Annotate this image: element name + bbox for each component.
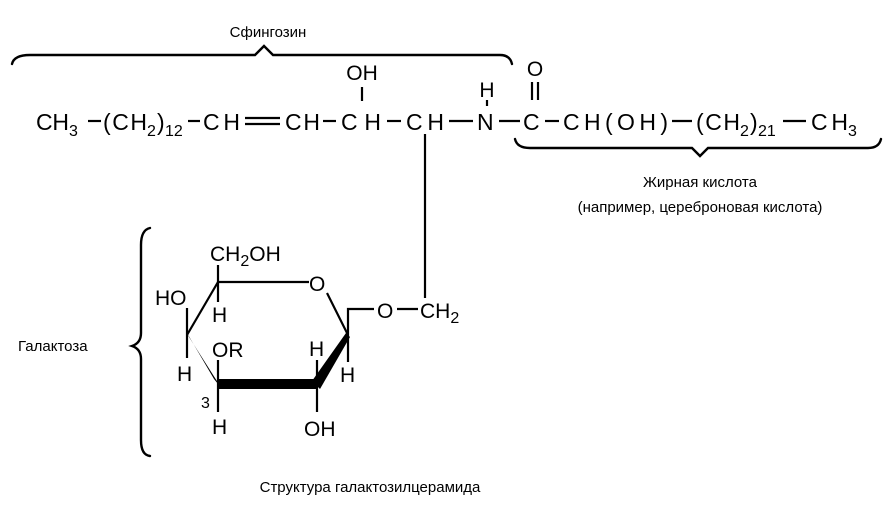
atom-ch-b: CH [285,109,320,135]
atom-oh-top: OH [346,62,378,85]
atom-ch-a: CH [203,109,240,135]
atom-h1: H [212,304,227,327]
atom-o-top: O [527,58,543,81]
bond [326,292,349,336]
figure-caption: Структура галактозилцерамида [260,479,481,496]
galactose-label: Галактоза [18,338,88,355]
sub-21: 21 [758,123,776,140]
atom-ch-d: CH [406,109,444,135]
sphingosine-brace [10,44,514,66]
galactose-brace [128,226,152,458]
atom-c: C [523,109,540,135]
bond [186,281,219,336]
sphingosine-label: Сфингозин [230,24,307,41]
atom-h-on-n: H [479,79,494,102]
atom-ch3-left: CH [36,109,69,135]
sub-12: 12 [165,123,183,140]
atom-h3: H [212,416,227,439]
atom-h4: H [309,338,324,361]
fatty-acid-example-label: (например, цереброновая кислота) [578,199,823,216]
paren-close: ) [157,109,165,135]
fatty-acid-brace [513,137,883,158]
atom-h5: H [340,364,355,387]
bold-bond [218,379,317,389]
atom-link-ch2: CH2 [420,300,459,327]
atom-ch2-open: (CH [103,109,147,135]
galactose-ring: O CH2OH H HO H OR 3 H H OH H O CH2 [155,243,459,441]
sub-3-right: 3 [848,123,857,140]
atom-ch2b-open: (CH [696,109,740,135]
sub-2: 2 [147,123,156,140]
atom-ho-left: HO [155,287,187,310]
atom-n: N [477,109,494,135]
atom-ch-c: CH [341,109,381,135]
atom-choh: CH(OH) [563,109,668,135]
atom-ch2oh: CH2OH [210,243,281,270]
paren-close-b: ) [750,109,758,135]
atom-h2: H [177,363,192,386]
atom-ch3-right: CH [811,109,848,135]
atom-or: OR [212,339,244,362]
atom-ring-o: O [309,273,325,296]
main-chain: CH 3 (CH 2 ) 12 CH CH CH OH CH H N C O C… [36,58,857,140]
atom-oh-bottom: OH [304,418,336,441]
wedge-bond [312,333,350,389]
glycosidic-bond [346,307,374,335]
sub-2b: 2 [740,123,749,140]
atom-link-o: O [377,300,393,323]
sub-3-left: 3 [69,123,78,140]
fatty-acid-label: Жирная кислота [643,174,758,191]
position-3-label: 3 [201,395,210,412]
